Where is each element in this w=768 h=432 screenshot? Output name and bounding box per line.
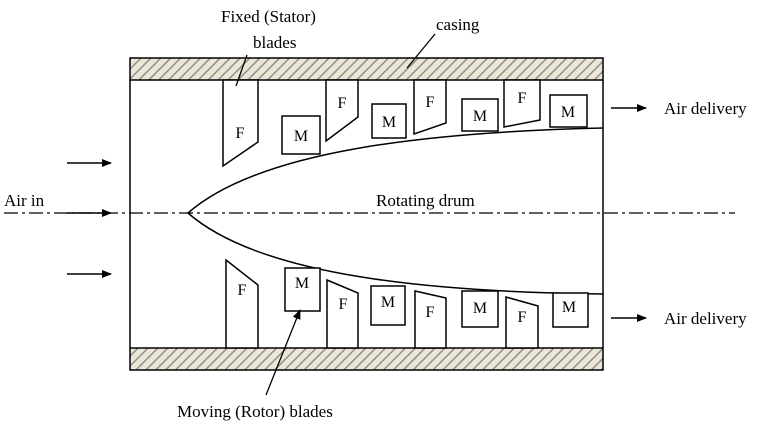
stator-blade <box>326 278 359 349</box>
stator-leader <box>235 54 248 87</box>
blade-letter-f: F <box>518 90 527 107</box>
rotor-leader <box>265 309 301 396</box>
casing-bottom <box>129 347 604 371</box>
rotor-blade <box>461 290 499 328</box>
rotor-blade <box>284 267 321 312</box>
stator-blade <box>225 258 259 349</box>
stator-label-line2: blades <box>253 33 296 52</box>
stator-label-line1: Fixed (Stator) <box>221 7 316 26</box>
casing-leader <box>406 33 436 69</box>
rotor-blade <box>370 285 406 326</box>
blade-letter-m: M <box>562 299 576 316</box>
drum-label: Rotating drum <box>376 191 475 210</box>
blade-letter-m: M <box>473 108 487 125</box>
blade-letter-f: F <box>426 304 435 321</box>
rotor-blade <box>281 115 321 155</box>
blade-letter-f: F <box>238 282 247 299</box>
blade-letter-m: M <box>295 275 309 292</box>
bottom-blade-row <box>225 258 589 349</box>
stator-blade <box>222 79 259 168</box>
rotor-blade <box>461 98 499 132</box>
air-delivery-bottom-label: Air delivery <box>664 309 747 328</box>
blade-letter-m: M <box>561 104 575 121</box>
stator-blade <box>413 79 447 136</box>
top-blade-row <box>222 79 588 168</box>
rotor-label: Moving (Rotor) blades <box>177 402 333 421</box>
blade-letter-f: F <box>426 94 435 111</box>
rotor-blade <box>549 94 588 128</box>
stator-blade <box>503 79 541 128</box>
blade-letter-f: F <box>518 309 527 326</box>
stator-blade <box>505 296 539 349</box>
blade-letter-m: M <box>381 294 395 311</box>
rotor-blade <box>552 292 589 328</box>
casing-label: casing <box>436 15 480 34</box>
blade-letter-m: M <box>382 114 396 131</box>
air-delivery-top-label: Air delivery <box>664 99 747 118</box>
blade-letters: F M F M F M F M F M F M F M F M <box>236 90 577 326</box>
blade-letter-m: M <box>294 128 308 145</box>
blade-letter-f: F <box>339 296 348 313</box>
blade-letter-f: F <box>236 125 245 142</box>
stator-blade <box>325 79 359 143</box>
air-in-label: Air in <box>4 191 45 210</box>
stator-blade <box>414 290 447 349</box>
blade-letter-f: F <box>338 95 347 112</box>
blade-letter-m: M <box>473 300 487 317</box>
casing-top <box>129 57 604 81</box>
rotor-blade <box>371 103 407 139</box>
rotating-drum <box>186 127 604 295</box>
